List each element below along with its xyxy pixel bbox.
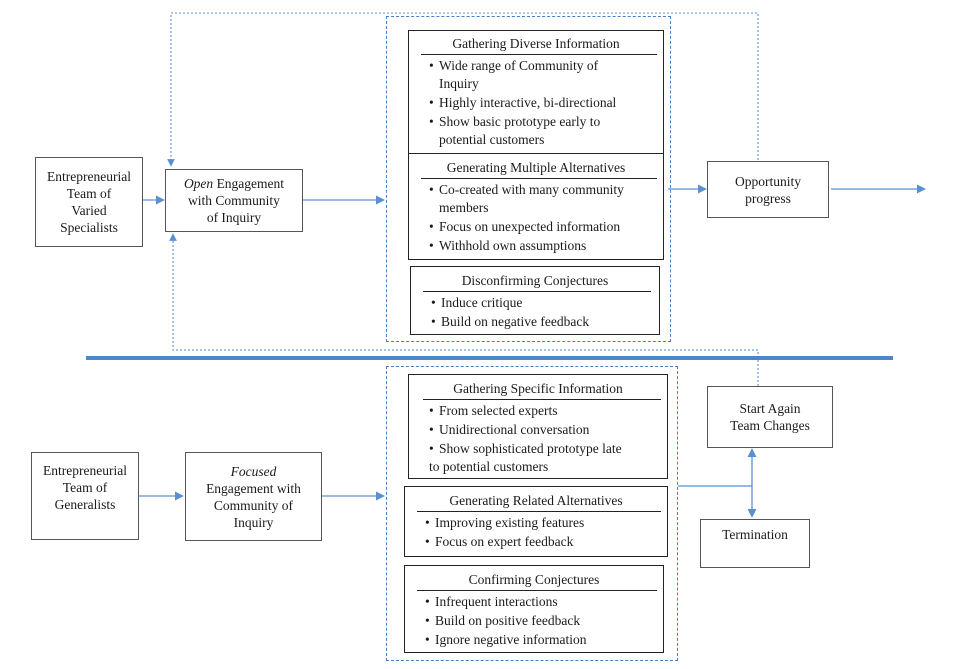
bullet-item: •Induce critique [431, 295, 523, 310]
focused-engagement-box: Focused Engagement with Community of Inq… [185, 452, 322, 541]
panel-generating-related-alternatives: Generating Related Alternatives •Improvi… [404, 486, 668, 557]
bullet-item: •Withhold own assumptions [429, 238, 587, 253]
panel-rule [421, 178, 657, 179]
feedback-loop-restart [169, 233, 759, 386]
panel-title: Confirming Conjectures [468, 572, 600, 587]
bullet-item: •Focus on unexpected information [429, 219, 621, 234]
panel-disconfirming-conjectures: Disconfirming Conjectures •Induce critiq… [410, 266, 660, 335]
bullet-continuation: potential customers [439, 132, 545, 147]
team-varied-specialists-box: Entrepreneurial Team of Varied Specialis… [35, 157, 143, 247]
panel-rule [417, 590, 657, 591]
panel-rule [421, 54, 657, 55]
team-generalists-box: Entrepreneurial Team of Generalists [31, 452, 139, 540]
bullet-item: •Wide range of Community of [429, 58, 599, 73]
panel-title: Disconfirming Conjectures [461, 273, 609, 288]
open-activities-group [386, 16, 671, 342]
open-engagement-box: Open Engagement with Community of Inquir… [165, 169, 303, 232]
bullet-item: •Co-created with many community [429, 182, 624, 197]
bullet-item: •From selected experts [429, 403, 558, 418]
panel-gathering-diverse-information: Gathering Diverse Information •Wide rang… [408, 30, 664, 154]
focused-activities-group [386, 366, 678, 661]
bullet-item: •Show sophisticated prototype late [429, 441, 622, 456]
panel-rule [423, 291, 651, 292]
feedback-loop-top [167, 12, 759, 167]
panel-title: Generating Related Alternatives [449, 493, 623, 508]
bullet-item: •Unidirectional conversation [429, 422, 590, 437]
termination-box: Termination [700, 519, 810, 568]
panel-generating-multiple-alternatives: Generating Multiple Alternatives •Co-cre… [408, 153, 664, 260]
panel-rule [423, 399, 661, 400]
bullet-item: •Show basic prototype early to [429, 114, 601, 129]
panel-confirming-conjectures: Confirming Conjectures •Infrequent inter… [404, 565, 664, 653]
bullet-item: •Focus on expert feedback [425, 534, 574, 549]
panel-title: Gathering Diverse Information [452, 36, 620, 51]
bullet-item: •Improving existing features [425, 515, 585, 530]
bullet-continuation: Inquiry [439, 76, 479, 91]
focused-label: Focused [230, 463, 277, 479]
open-label: Open [183, 176, 214, 191]
bullet-item: •Ignore negative information [425, 632, 587, 647]
panel-gathering-specific-information: Gathering Specific Information •From sel… [408, 374, 668, 479]
panel-title: Generating Multiple Alternatives [446, 160, 626, 175]
start-again-box: Start Again Team Changes [707, 386, 833, 448]
bullet-item: •Build on negative feedback [431, 314, 590, 329]
panel-title: Gathering Specific Information [453, 381, 623, 396]
bullet-item: •Highly interactive, bi-directional [429, 95, 617, 110]
bullet-continuation: to potential customers [429, 459, 549, 474]
bullet-continuation: members [439, 200, 489, 215]
opportunity-progress-box: Opportunity progress [707, 161, 829, 218]
panel-rule [417, 511, 661, 512]
bullet-item: •Infrequent interactions [425, 594, 558, 609]
bullet-item: •Build on positive feedback [425, 613, 581, 628]
